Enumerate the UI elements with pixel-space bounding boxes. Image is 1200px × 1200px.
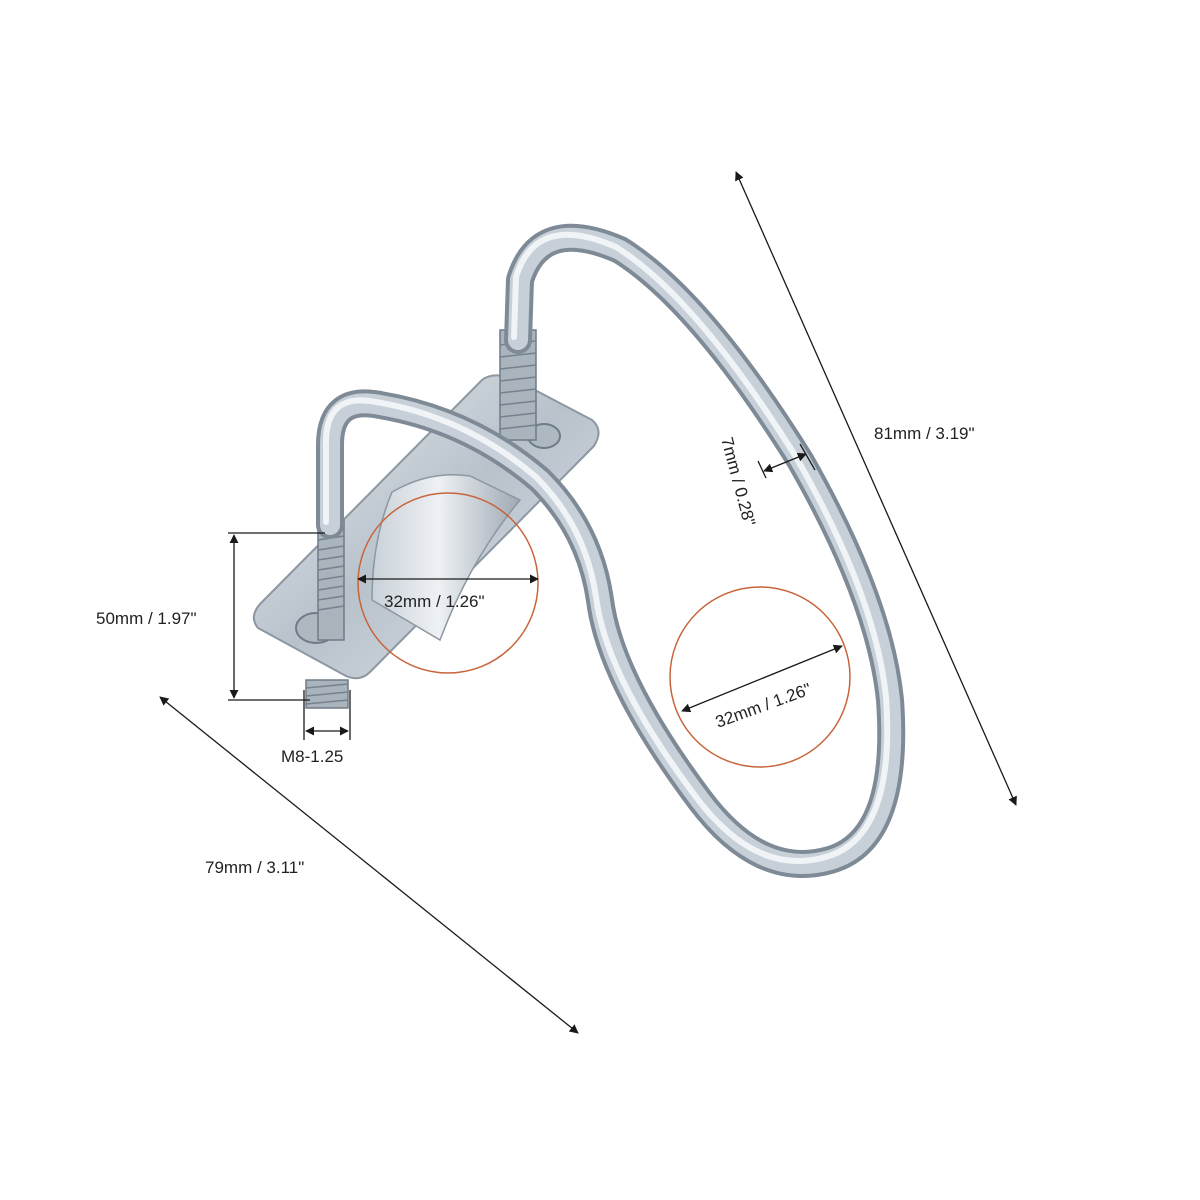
thread-size-dimension (303, 690, 351, 740)
bolt-height-dimension (228, 532, 325, 701)
hook-diameter-label: 32mm / 1.26" (713, 680, 814, 732)
wire-diameter-label: 7mm / 0.28" (717, 435, 759, 528)
clamp-assembly (252, 223, 906, 878)
length-label: 81mm / 3.19" (874, 424, 975, 443)
plate-saddle (371, 473, 522, 642)
hook-diameter-circle (669, 586, 851, 768)
width-label: 79mm / 3.11" (205, 858, 304, 877)
thread-size-label: M8-1.25 (281, 747, 343, 766)
wire-diameter-dimension (757, 443, 816, 479)
bolt-height-label: 50mm / 1.97" (96, 609, 197, 628)
width-dimension-line (159, 696, 579, 1034)
length-dimension-line (735, 171, 1017, 806)
clamp-diameter-label: 32mm / 1.26" (384, 592, 485, 611)
hook-diameter-line (681, 644, 843, 713)
